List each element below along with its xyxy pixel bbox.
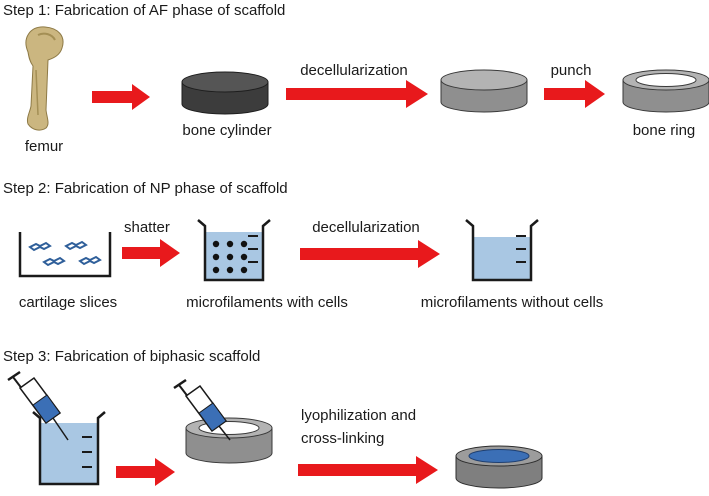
arrow-femur-to-cylinder bbox=[92, 84, 150, 110]
step2-title: Step 2: Fabrication of NP phase of scaff… bbox=[3, 180, 288, 197]
decellularized-cylinder-icon bbox=[440, 69, 528, 113]
step3-title: Step 3: Fabrication of biphasic scaffold bbox=[3, 348, 261, 365]
arrow-lyophilization bbox=[298, 456, 438, 484]
beaker-without-cells-icon bbox=[465, 219, 539, 282]
syringe-icon-2 bbox=[173, 378, 231, 441]
shatter-label: shatter bbox=[124, 219, 170, 236]
bone-cylinder-icon bbox=[181, 71, 269, 115]
ring-with-syringe-icon bbox=[185, 417, 273, 464]
cartilage-slices-label: cartilage slices bbox=[18, 294, 118, 311]
arrow-decellularization-1 bbox=[286, 80, 428, 108]
decellularization-label-1: decellularization bbox=[300, 62, 408, 79]
arrow-punch bbox=[544, 80, 605, 108]
microfilaments-without-cells-label: microfilaments without cells bbox=[420, 294, 604, 311]
microfilaments-with-cells-label: microfilaments with cells bbox=[186, 294, 348, 311]
arrow-shatter bbox=[122, 239, 180, 267]
bone-cylinder-label: bone cylinder bbox=[182, 122, 272, 139]
arrow-decellularization-2 bbox=[300, 240, 440, 268]
punch-label: punch bbox=[550, 62, 592, 79]
bone-ring-label: bone ring bbox=[632, 122, 696, 139]
arrow-inject bbox=[116, 458, 175, 486]
cartilage-tray-icon bbox=[18, 232, 112, 278]
step1-title: Step 1: Fabrication of AF phase of scaff… bbox=[3, 2, 286, 19]
beaker-with-cells-icon bbox=[197, 219, 271, 282]
femur-icon bbox=[25, 26, 64, 131]
biphasic-scaffold-icon bbox=[455, 445, 543, 489]
cartilage-slices bbox=[28, 240, 102, 267]
beaker-with-syringe-icon bbox=[32, 411, 106, 486]
lyophilization-label-line2: cross-linking bbox=[301, 430, 385, 447]
bone-ring-icon bbox=[622, 69, 709, 113]
femur-label: femur bbox=[24, 138, 64, 155]
lyophilization-label-line1: lyophilization and bbox=[301, 407, 417, 424]
syringe-icon-1 bbox=[7, 370, 69, 441]
decellularization-label-2: decellularization bbox=[312, 219, 420, 236]
